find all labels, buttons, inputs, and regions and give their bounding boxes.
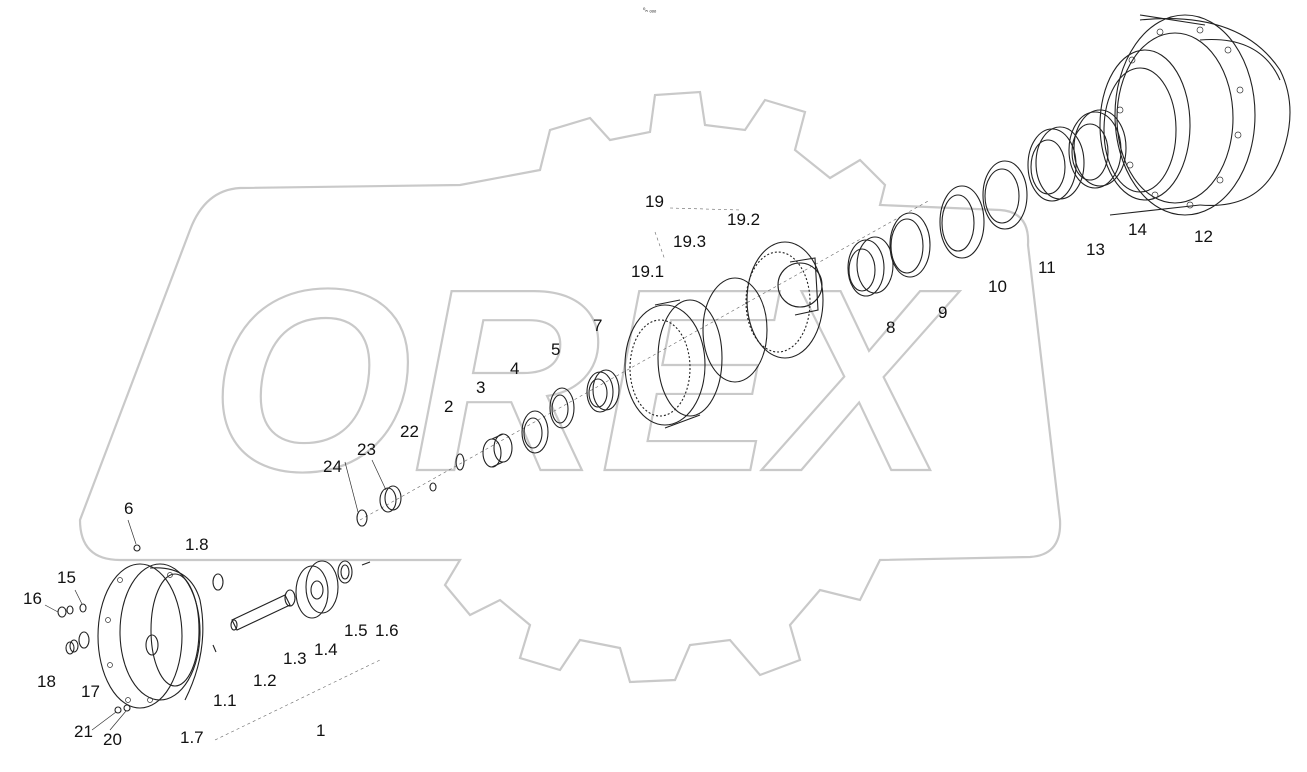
pin-6 xyxy=(133,544,141,552)
gear-19-2 xyxy=(745,241,824,359)
washer-17 xyxy=(78,631,90,649)
label-14: 14 xyxy=(1128,220,1147,239)
header-mark: ⁰ₙ ₒₒₒ xyxy=(643,7,657,14)
label-21: 21 xyxy=(74,722,93,741)
label-1-1: 1.1 xyxy=(213,691,237,710)
watermark-logo: OREX xyxy=(209,235,961,527)
label-19-1: 19.1 xyxy=(631,262,664,281)
label-2: 2 xyxy=(444,397,453,416)
label-9: 9 xyxy=(938,303,947,322)
ring-24 xyxy=(356,509,368,527)
pin-1-1 xyxy=(212,644,217,653)
label-6: 6 xyxy=(124,499,133,518)
label-12: 12 xyxy=(1194,227,1213,246)
bolt-16 xyxy=(57,605,74,618)
watermark-gear-icon xyxy=(78,90,1062,684)
plug-18 xyxy=(65,639,79,655)
label-19-3: 19.3 xyxy=(673,232,706,251)
ring-gear-19-1 xyxy=(624,299,723,429)
bearing-13 xyxy=(1027,126,1085,202)
planet-carrier-1-7 xyxy=(97,563,204,709)
bearing-14 xyxy=(1068,109,1127,189)
plug-15 xyxy=(79,603,87,613)
label-5: 5 xyxy=(551,340,560,359)
bearing-3 xyxy=(482,433,513,468)
label-leaders xyxy=(44,459,387,731)
label-20: 20 xyxy=(103,730,122,749)
label-24: 24 xyxy=(323,457,342,476)
label-22: 22 xyxy=(400,422,419,441)
washer-1-3 xyxy=(284,589,296,607)
ring-23 xyxy=(379,485,402,513)
washer-1-5 xyxy=(337,560,353,584)
label-1-4: 1.4 xyxy=(314,640,338,659)
label-19: 19 xyxy=(645,192,664,211)
label-1: 1 xyxy=(316,721,325,740)
label-7: 7 xyxy=(593,316,602,335)
label-8: 8 xyxy=(886,318,895,337)
label-1-2: 1.2 xyxy=(253,671,277,690)
assembly-axis xyxy=(214,199,931,741)
seal-10 xyxy=(939,185,985,259)
label-4: 4 xyxy=(510,359,519,378)
label-1-6: 1.6 xyxy=(375,621,399,640)
seal-11 xyxy=(982,160,1028,230)
label-1-3: 1.3 xyxy=(283,649,307,668)
watermark-text: OREX xyxy=(210,236,960,526)
washer-20 xyxy=(123,704,131,712)
washer-4 xyxy=(521,410,549,454)
shaft-1-2 xyxy=(230,594,291,631)
pin-22 xyxy=(429,482,437,492)
pin-1-6 xyxy=(361,561,371,566)
nut-5 xyxy=(549,387,575,429)
ring-1-8 xyxy=(212,573,224,591)
label-11: 11 xyxy=(1038,258,1056,277)
label-15: 15 xyxy=(57,568,76,587)
ring-7 xyxy=(586,369,620,413)
ring-9 xyxy=(889,212,931,278)
label-3: 3 xyxy=(476,378,485,397)
disc-19-3 xyxy=(702,277,768,383)
bearing-8 xyxy=(847,236,894,297)
label-1-5: 1.5 xyxy=(344,621,368,640)
label-18: 18 xyxy=(37,672,56,691)
label-10: 10 xyxy=(988,277,1007,296)
hub-housing xyxy=(1099,14,1291,216)
label-13: 13 xyxy=(1086,240,1105,259)
label-1-7: 1.7 xyxy=(180,728,204,747)
label-16: 16 xyxy=(23,589,42,608)
label-19-2: 19.2 xyxy=(727,210,760,229)
label-23: 23 xyxy=(357,440,376,459)
snap-ring-2 xyxy=(455,453,465,471)
part-labels: 1 1.1 1.2 1.3 1.4 1.5 1.6 1.7 1.8 2 3 4 … xyxy=(23,192,1213,749)
planet-gear-1-4 xyxy=(295,560,339,619)
label-17: 17 xyxy=(81,682,100,701)
plug-21 xyxy=(114,706,122,714)
label-1-8: 1.8 xyxy=(185,535,209,554)
